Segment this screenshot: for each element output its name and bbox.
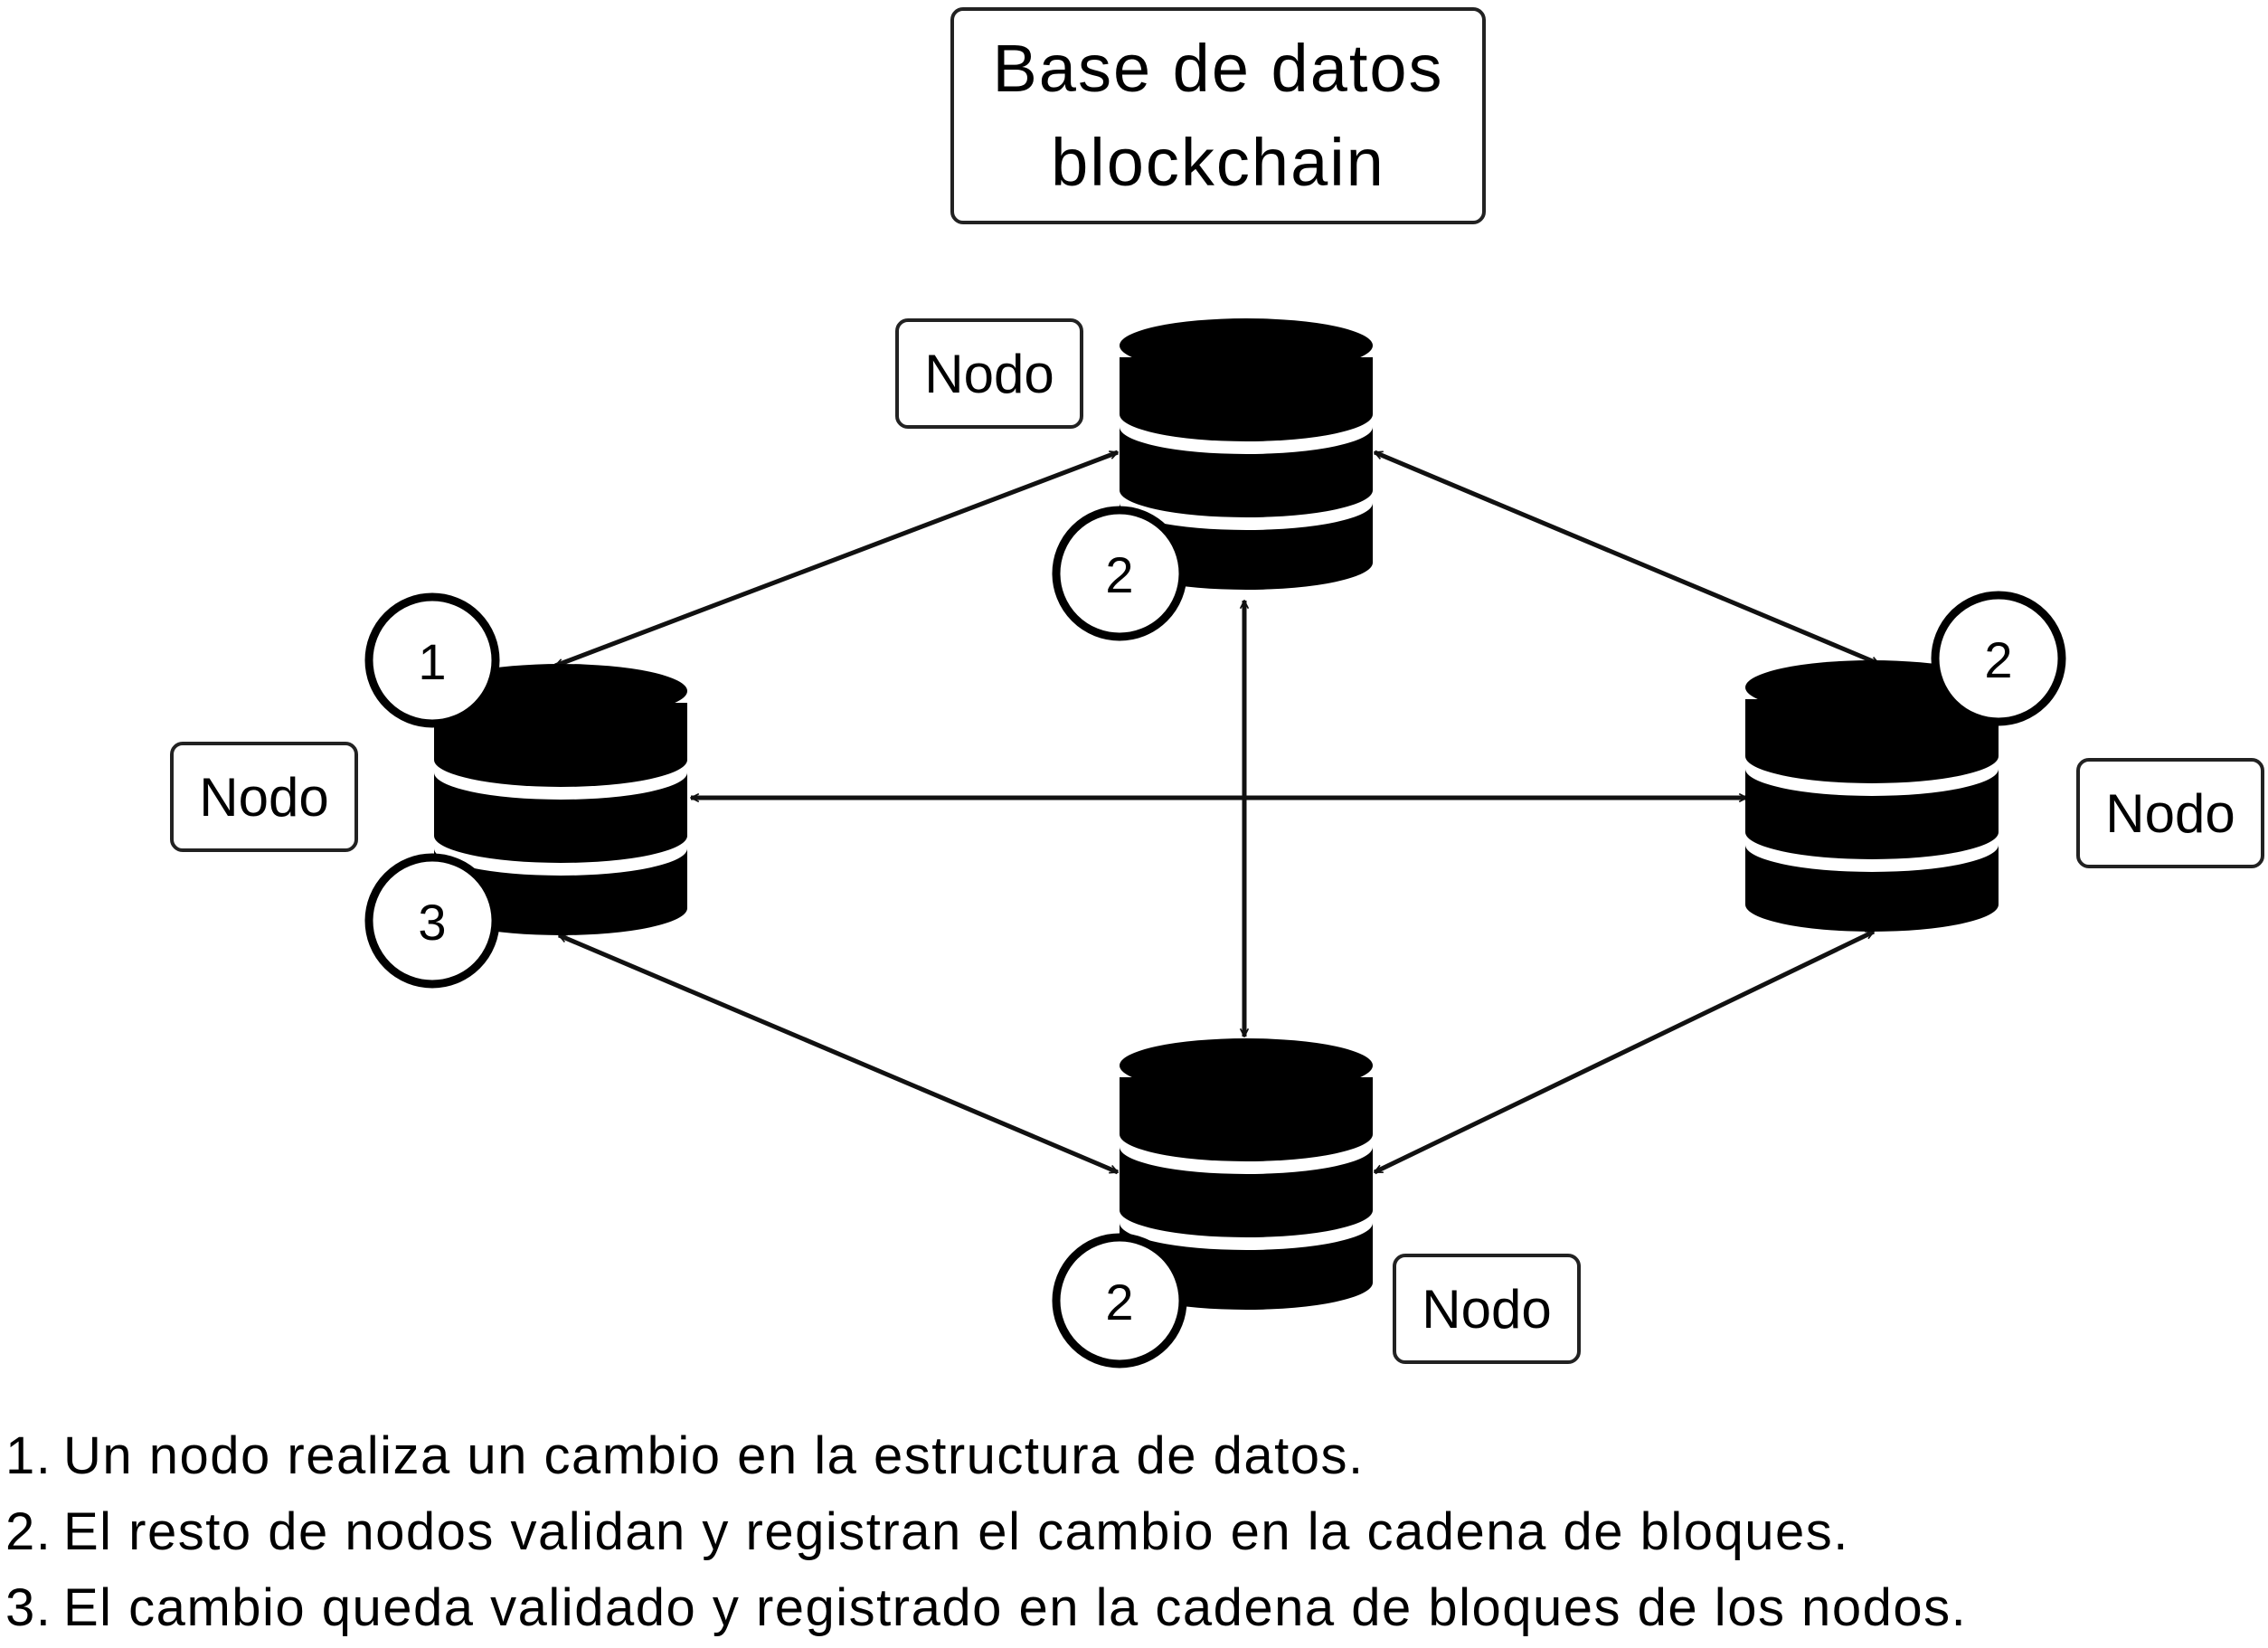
legend-item: 1. Un nodo realiza un cambio en la estru…	[5, 1418, 1967, 1494]
legend-item: 2. El resto de nodos validan y registran…	[5, 1494, 1967, 1570]
connection-top-right	[1375, 450, 1879, 667]
step-badge-top-text: 2	[1105, 546, 1133, 603]
step-badge-bottom: 2	[1052, 1233, 1187, 1369]
legend-item-text: El resto de nodos validan y registran el…	[63, 1502, 1849, 1561]
step-badge-bottom-text: 2	[1105, 1274, 1133, 1331]
step-badge-right: 2	[1931, 591, 2066, 726]
step-badge-left-1-text: 1	[418, 633, 446, 690]
legend-item-text: El cambio queda validado y registrado en…	[63, 1578, 1968, 1637]
step-badge-right-text: 2	[1984, 631, 2012, 688]
diagram-title-line1: Base de datos	[992, 31, 1444, 107]
legend-item-text: Un nodo realiza un cambio en la estructu…	[63, 1426, 1365, 1485]
step-badge-left-1: 1	[364, 592, 500, 728]
legend-item: 3. El cambio queda validado y registrado…	[5, 1570, 1967, 1646]
node-label-right: Nodo	[2076, 758, 2264, 868]
connections	[555, 450, 1879, 1175]
connection-left-bottom	[559, 933, 1118, 1175]
node-label-top: Nodo	[895, 318, 1083, 429]
legend-item-number: 1.	[5, 1426, 52, 1485]
legend-item-number: 2.	[5, 1502, 52, 1561]
diagram-title: Base de datos blockchain	[950, 7, 1486, 224]
legend-item-number: 3.	[5, 1578, 52, 1637]
diagram-title-line2: blockchain	[1051, 125, 1385, 200]
step-badge-left-3: 3	[364, 853, 500, 989]
connection-top-left	[555, 450, 1118, 668]
step-badge-top: 2	[1052, 506, 1187, 641]
connection-right-bottom	[1375, 929, 1874, 1175]
node-label-bottom: Nodo	[1393, 1254, 1581, 1364]
legend-list: 1. Un nodo realiza un cambio en la estru…	[5, 1418, 1967, 1646]
step-badge-left-3-text: 3	[418, 894, 446, 951]
node-label-left: Nodo	[170, 742, 358, 852]
